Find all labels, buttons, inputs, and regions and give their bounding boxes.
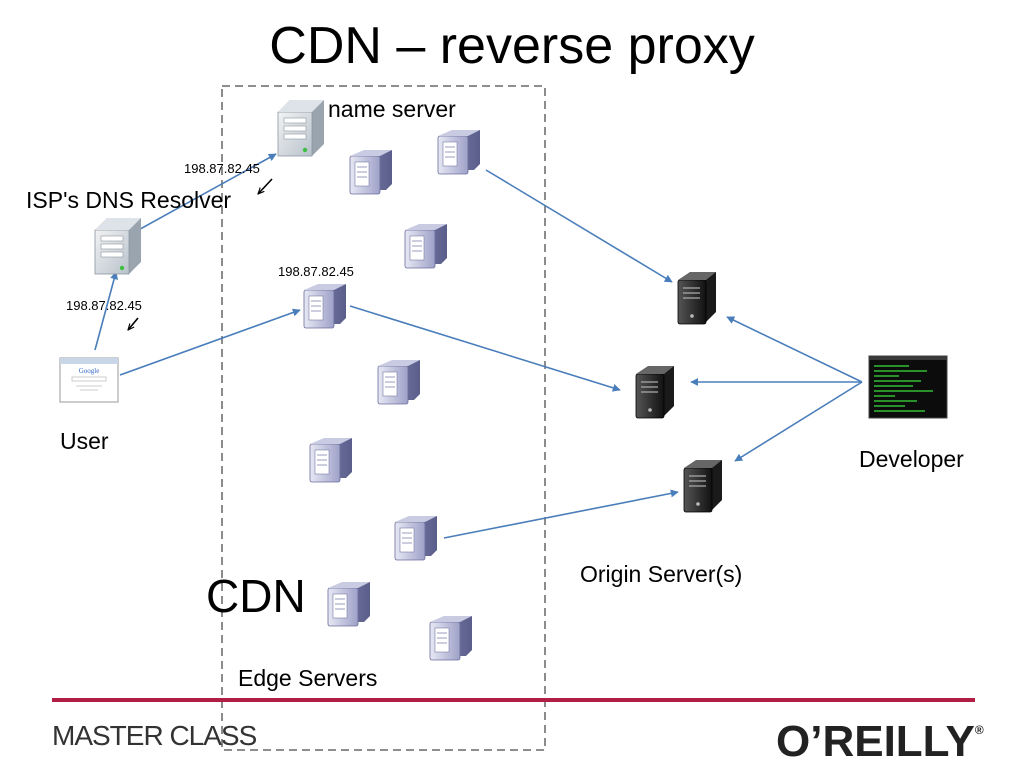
response-arrow-icon bbox=[128, 317, 139, 330]
arrow-edge-to-origin2 bbox=[349, 305, 621, 392]
edge-server-icon bbox=[404, 223, 448, 269]
origin-server-icon bbox=[683, 459, 723, 513]
terminal-icon bbox=[868, 355, 948, 419]
arrow-edge-to-origin3 bbox=[443, 489, 679, 539]
footer-master-class: MASTER CLASS bbox=[52, 720, 257, 751]
footer-rule bbox=[52, 698, 975, 702]
cdn-label: CDN bbox=[206, 570, 306, 622]
edge-server-icon bbox=[309, 437, 353, 483]
arrow-dns-to-nameserver bbox=[123, 153, 277, 239]
response-arrows bbox=[128, 178, 273, 330]
browser-icon: Google bbox=[59, 357, 119, 403]
user-label: User bbox=[60, 428, 109, 454]
arrow-dev-to-origin1 bbox=[726, 316, 863, 383]
arrow-edge-to-origin1 bbox=[485, 169, 673, 283]
ip-label-user: 198.87.82.45 bbox=[66, 298, 142, 313]
edge-server-icon bbox=[394, 515, 438, 561]
response-arrow-icon bbox=[258, 178, 273, 194]
name-server-label: name server bbox=[328, 96, 456, 122]
arrow-user-to-edge bbox=[119, 308, 301, 376]
ip-label-nameserver: 198.87.82.45 bbox=[184, 161, 260, 176]
edge-server-icon bbox=[429, 615, 473, 661]
registered-mark: ® bbox=[974, 723, 984, 737]
connection-arrows bbox=[94, 153, 863, 539]
slide-title: CDN – reverse proxy bbox=[269, 17, 755, 75]
origin-server-icon bbox=[635, 365, 675, 419]
edge-server-icon bbox=[349, 149, 393, 195]
isp-dns-label: ISP's DNS Resolver bbox=[26, 187, 232, 213]
edge-servers-label: Edge Servers bbox=[238, 665, 378, 691]
cdn-boundary bbox=[221, 85, 546, 751]
ip-label-edge: 198.87.82.45 bbox=[278, 264, 354, 279]
edge-server-icon bbox=[303, 283, 347, 329]
dns-resolver-icon bbox=[94, 217, 142, 275]
name-server-icon bbox=[277, 99, 325, 157]
origin-servers-label: Origin Server(s) bbox=[580, 561, 743, 587]
edge-server-icon bbox=[437, 129, 481, 175]
origin-server-icon bbox=[677, 271, 717, 325]
browser-thumbnail-text: Google bbox=[79, 367, 100, 375]
edge-server-icon bbox=[327, 581, 371, 627]
arrow-dev-to-origin3 bbox=[734, 381, 863, 462]
edge-server-icon bbox=[377, 359, 421, 405]
oreilly-logo: O’REILLY® bbox=[776, 720, 984, 764]
arrow-user-to-dns bbox=[94, 271, 118, 351]
developer-label: Developer bbox=[859, 446, 964, 472]
oreilly-logo-text: O’REILLY bbox=[776, 717, 975, 766]
